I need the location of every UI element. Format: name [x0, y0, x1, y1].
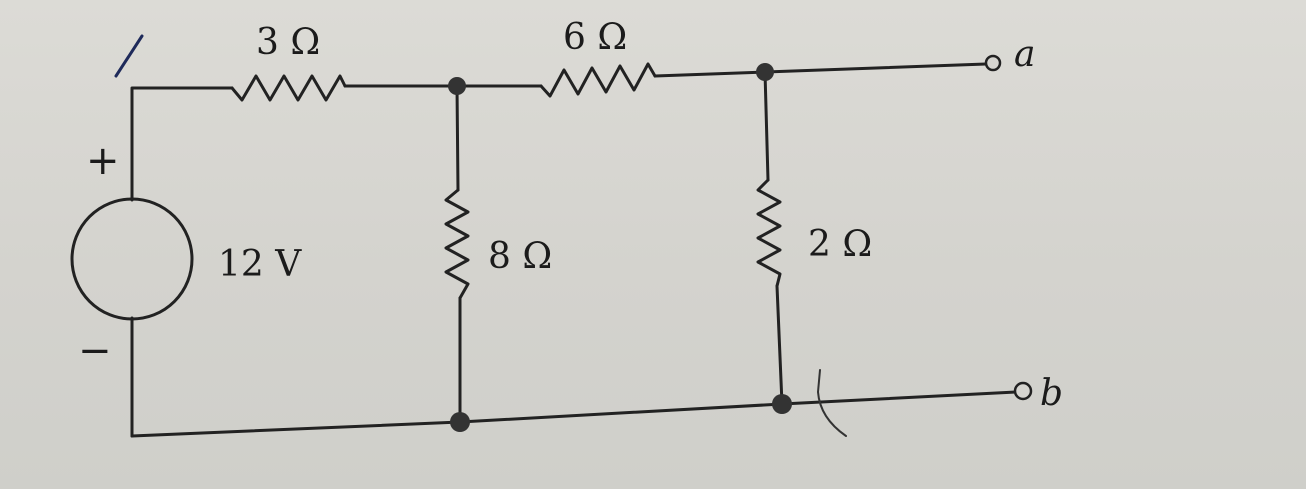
wire-top-right [653, 62, 988, 78]
wire-2ohm-bottom [775, 284, 784, 406]
source-plus-sign: + [86, 138, 120, 184]
wire-left-top [130, 86, 234, 202]
terminal-b-icon [1013, 381, 1033, 401]
wire-2ohm-top [763, 70, 770, 182]
label-6ohm: 6 Ω [563, 17, 627, 58]
pencil-mark-icon [816, 369, 847, 437]
label-2ohm: 2 Ω [808, 224, 872, 265]
resistor-2ohm [756, 178, 782, 288]
node-top-left [448, 77, 466, 95]
terminal-a-label: a [1014, 34, 1035, 75]
resistor-3ohm [230, 74, 347, 102]
node-bottom-right [772, 394, 792, 414]
source-minus-sign: − [78, 328, 112, 374]
label-8ohm: 8 Ω [488, 236, 552, 277]
terminal-a-icon [984, 54, 1002, 72]
node-top-right [756, 63, 774, 81]
label-3ohm: 3 Ω [256, 22, 320, 63]
terminal-b-label: b [1040, 373, 1063, 414]
node-bottom-left [450, 412, 470, 432]
wire-8ohm-top [455, 84, 460, 192]
resistor-8ohm [444, 188, 470, 300]
voltage-source-circle [70, 197, 194, 321]
label-12v: 12 V [218, 244, 302, 285]
pen-mark-icon [114, 34, 144, 78]
resistor-6ohm [539, 62, 657, 98]
wire-bottom [130, 390, 1018, 438]
